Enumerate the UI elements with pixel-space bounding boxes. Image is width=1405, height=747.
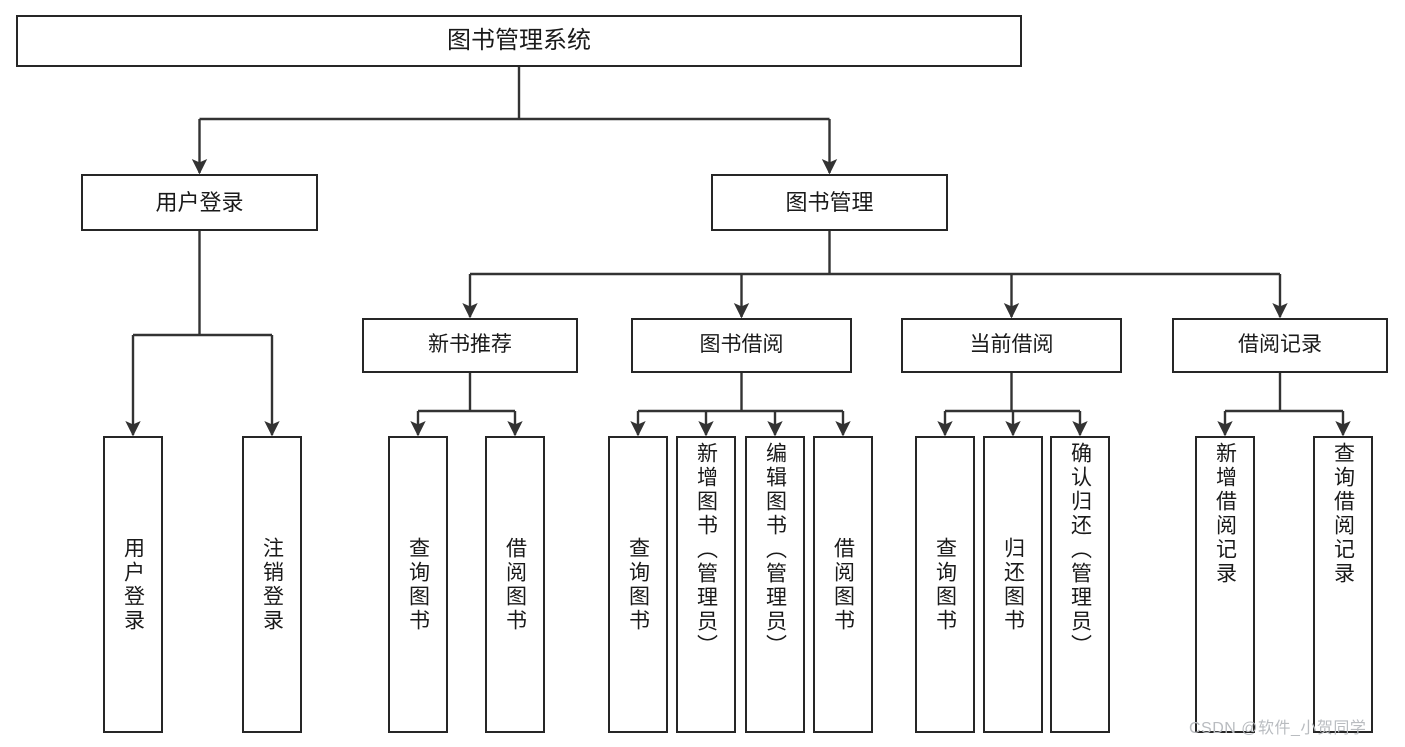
node-leaf-cur-query[interactable]: 查询图书 xyxy=(915,436,975,733)
node-leaf-rec-add[interactable]: 新增借阅记录 xyxy=(1195,436,1255,733)
node-borrow[interactable]: 图书借阅 xyxy=(631,318,852,373)
node-label-leaf-bo-add: 新增图书（管理员） xyxy=(694,442,718,658)
node-leaf-cur-return[interactable]: 归还图书 xyxy=(983,436,1043,733)
node-label-leaf-user-logout: 注销登录 xyxy=(260,536,284,633)
node-leaf-user-login[interactable]: 用户登录 xyxy=(103,436,163,733)
node-leaf-rec-query[interactable]: 查询借阅记录 xyxy=(1313,436,1373,733)
node-label-leaf-nb-query: 查询图书 xyxy=(406,536,430,633)
node-label-newbook: 新书推荐 xyxy=(428,333,512,357)
node-label-leaf-nb-borrow: 借阅图书 xyxy=(503,536,527,633)
node-label-leaf-cur-query: 查询图书 xyxy=(933,536,957,633)
node-leaf-bo-add[interactable]: 新增图书（管理员） xyxy=(676,436,736,733)
node-root[interactable]: 图书管理系统 xyxy=(16,15,1022,67)
node-label-root: 图书管理系统 xyxy=(447,27,591,55)
node-label-leaf-cur-confirm: 确认归还（管理员） xyxy=(1068,442,1092,658)
node-label-leaf-bo-edit: 编辑图书（管理员） xyxy=(763,442,787,658)
node-label-borrow: 图书借阅 xyxy=(699,333,784,357)
node-bookmgmt[interactable]: 图书管理 xyxy=(711,174,948,231)
node-current[interactable]: 当前借阅 xyxy=(901,318,1122,373)
node-leaf-cur-confirm[interactable]: 确认归还（管理员） xyxy=(1050,436,1110,733)
node-label-records: 借阅记录 xyxy=(1238,333,1322,357)
node-label-current: 当前借阅 xyxy=(969,333,1054,357)
node-leaf-bo-edit[interactable]: 编辑图书（管理员） xyxy=(745,436,805,733)
node-leaf-nb-borrow[interactable]: 借阅图书 xyxy=(485,436,545,733)
node-label-login: 用户登录 xyxy=(155,189,244,215)
csdn-watermark: CSDN @软件_小贺同学 xyxy=(1189,720,1367,737)
node-records[interactable]: 借阅记录 xyxy=(1172,318,1388,373)
node-label-leaf-bo-borrow: 借阅图书 xyxy=(831,536,855,633)
node-label-leaf-user-login: 用户登录 xyxy=(121,536,145,633)
node-login[interactable]: 用户登录 xyxy=(81,174,318,231)
node-leaf-nb-query[interactable]: 查询图书 xyxy=(388,436,448,733)
node-leaf-bo-borrow[interactable]: 借阅图书 xyxy=(813,436,873,733)
node-label-leaf-rec-add: 新增借阅记录 xyxy=(1213,442,1237,586)
node-leaf-user-logout[interactable]: 注销登录 xyxy=(242,436,302,733)
node-label-leaf-rec-query: 查询借阅记录 xyxy=(1331,442,1355,586)
node-label-leaf-cur-return: 归还图书 xyxy=(1001,536,1025,633)
node-label-leaf-bo-query: 查询图书 xyxy=(626,536,650,633)
node-label-bookmgmt: 图书管理 xyxy=(785,189,874,215)
node-newbook[interactable]: 新书推荐 xyxy=(362,318,578,373)
node-leaf-bo-query[interactable]: 查询图书 xyxy=(608,436,668,733)
